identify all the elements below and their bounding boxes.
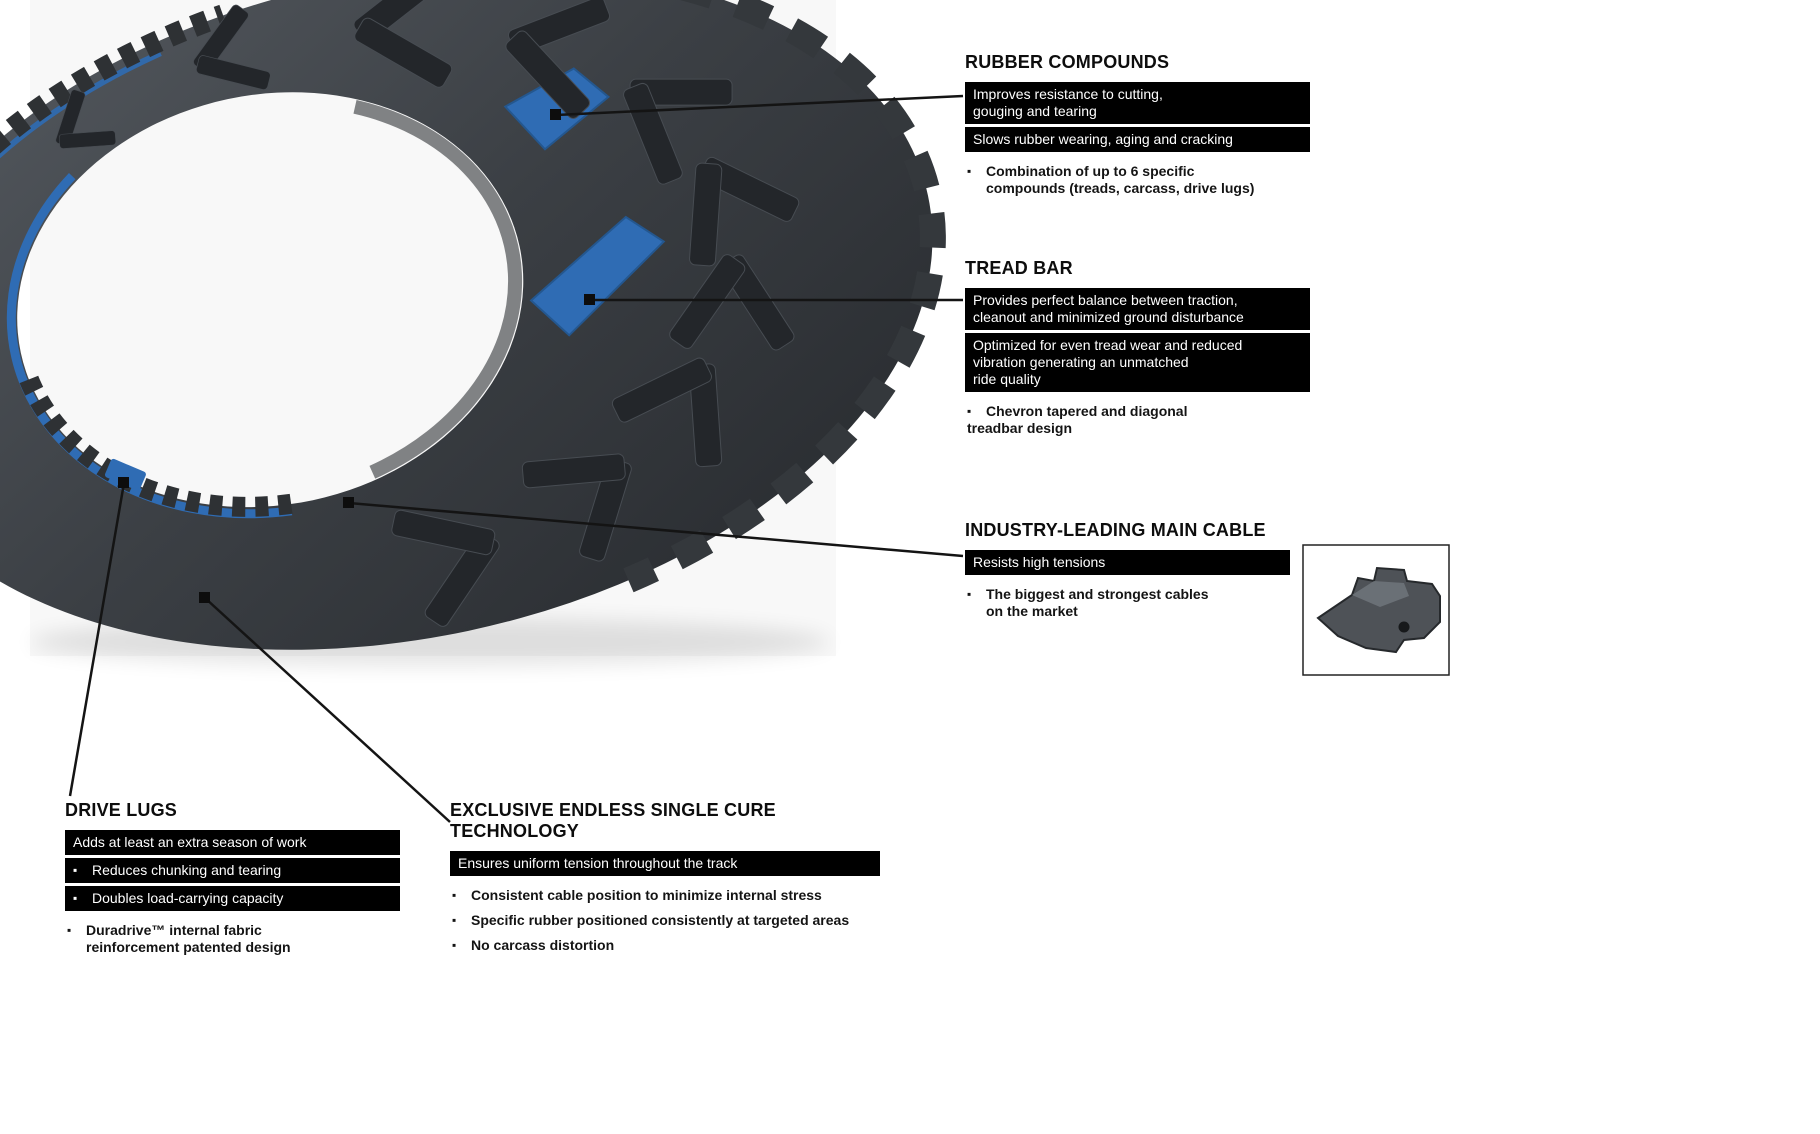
- bar-text-line: Optimized for even tread wear and reduce…: [973, 337, 1243, 353]
- callout-markers: [118, 109, 595, 603]
- marker-drive-lugs: [118, 477, 129, 488]
- bar-text-line: gouging and tearing: [973, 103, 1097, 119]
- bar-text-line: Doubles load-carrying capacity: [92, 890, 284, 906]
- square-bullet-icon: ▪: [452, 913, 457, 927]
- highlight-bar: Resists high tensions: [965, 550, 1290, 575]
- bullet-item: ▪ Combination of up to 6 specific compou…: [967, 163, 1310, 197]
- bar-text-line: vibration generating an unmatched: [973, 354, 1189, 370]
- highlight-bar: Ensures uniform tension throughout the t…: [450, 851, 880, 876]
- marker-tread-bar: [584, 294, 595, 305]
- bullet-item: ▪ The biggest and strongest cables on th…: [967, 586, 1290, 620]
- callout-title: DRIVE LUGS: [65, 800, 178, 820]
- callout-rubber-compounds: RUBBER COMPOUNDS Improves resistance to …: [965, 52, 1310, 197]
- leader-line-single-cure: [204, 597, 451, 823]
- highlight-bar-bullet: ▪ Reduces chunking and tearing: [65, 858, 400, 883]
- square-bullet-icon: ▪: [452, 888, 457, 902]
- highlight-bar: Improves resistance to cutting, gouging …: [965, 82, 1310, 124]
- marker-rubber-compounds: [550, 109, 561, 120]
- bullet-item: ▪ Chevron tapered and diagonal treadbar …: [967, 403, 1310, 437]
- highlight-bars: Provides perfect balance between tractio…: [965, 288, 1310, 392]
- leader-line-rubber-compounds: [555, 94, 964, 117]
- highlight-bars: Improves resistance to cutting, gouging …: [965, 82, 1310, 152]
- bullet-text-line: treadbar design: [967, 420, 1073, 436]
- callout-main-cable: INDUSTRY-LEADING MAIN CABLE Resists high…: [965, 520, 1290, 620]
- bullet-text-line: on the market: [986, 603, 1078, 619]
- bullet-item: ▪ Duradrive™ internal fabric reinforceme…: [67, 922, 400, 956]
- marker-single-cure: [199, 592, 210, 603]
- bullet-text-line: Chevron tapered and diagonal: [986, 403, 1188, 419]
- highlight-bar: Adds at least an extra season of work: [65, 830, 400, 855]
- callout-title: TREAD BAR: [965, 258, 1073, 278]
- square-bullet-icon: ▪: [452, 938, 457, 952]
- callout-drive-lugs: DRIVE LUGS Adds at least an extra season…: [65, 800, 400, 956]
- callout-tread-bar: TREAD BAR Provides perfect balance betwe…: [965, 258, 1310, 437]
- bullet-list: ▪ The biggest and strongest cables on th…: [967, 586, 1290, 620]
- callout-title: RUBBER COMPOUNDS: [965, 52, 1170, 72]
- highlight-bar: Optimized for even tread wear and reduce…: [965, 333, 1310, 392]
- leader-lines: [68, 94, 964, 823]
- bullet-list: ▪ Consistent cable position to minimize …: [452, 887, 880, 954]
- bullet-list: ▪ Duradrive™ internal fabric reinforceme…: [67, 922, 400, 956]
- callout-title: EXCLUSIVE ENDLESS SINGLE CURE TECHNOLOGY: [450, 800, 776, 841]
- callout-title: INDUSTRY-LEADING MAIN CABLE: [965, 520, 1266, 540]
- bullet-list: ▪ Chevron tapered and diagonal treadbar …: [967, 403, 1310, 437]
- highlight-bar: Slows rubber wearing, aging and cracking: [965, 127, 1310, 152]
- highlight-bars: Ensures uniform tension throughout the t…: [450, 851, 880, 876]
- bar-text-line: Adds at least an extra season of work: [73, 834, 307, 850]
- bar-text-line: ride quality: [973, 371, 1041, 387]
- bar-text-line: Provides perfect balance between tractio…: [973, 292, 1238, 308]
- track-illustration: [0, 0, 946, 650]
- leader-line-drive-lugs: [68, 482, 126, 797]
- highlight-bars: Resists high tensions: [965, 550, 1290, 575]
- bullet-text-line: compounds (treads, carcass, drive lugs): [986, 180, 1255, 196]
- bar-text-line: Reduces chunking and tearing: [92, 862, 282, 878]
- callout-single-cure: EXCLUSIVE ENDLESS SINGLE CURE TECHNOLOGY…: [450, 800, 880, 954]
- highlight-bar-bullet: ▪ Doubles load-carrying capacity: [65, 886, 400, 911]
- cable-cross-section-image: [1302, 544, 1450, 676]
- square-bullet-icon: ▪: [73, 891, 78, 905]
- square-bullet-icon: ▪: [67, 923, 72, 937]
- bullet-list: ▪ Combination of up to 6 specific compou…: [967, 163, 1310, 197]
- bullet-item: ▪ Specific rubber positioned consistentl…: [452, 912, 880, 929]
- bar-text-line: Slows rubber wearing, aging and cracking: [973, 131, 1233, 147]
- bar-text-line: Ensures uniform tension throughout the t…: [458, 855, 738, 871]
- highlight-drive-lug-blue: [104, 458, 146, 491]
- bullet-text-line: The biggest and strongest cables: [986, 586, 1209, 602]
- bar-text-line: Resists high tensions: [973, 554, 1106, 570]
- marker-main-cable: [343, 497, 354, 508]
- highlight-bars: Adds at least an extra season of work ▪ …: [65, 830, 400, 911]
- square-bullet-icon: ▪: [967, 164, 972, 178]
- bullet-text-line: Duradrive™ internal fabric: [86, 922, 262, 938]
- bullet-text-line: Consistent cable position to minimize in…: [471, 887, 822, 903]
- square-bullet-icon: ▪: [73, 863, 78, 877]
- highlight-tread-bar-blue: [529, 215, 666, 337]
- bullet-text-line: Specific rubber positioned consistently …: [471, 912, 850, 928]
- highlight-bar: Provides perfect balance between tractio…: [965, 288, 1310, 330]
- square-bullet-icon: ▪: [967, 404, 972, 418]
- bullet-text-line: reinforcement patented design: [86, 939, 291, 955]
- square-bullet-icon: ▪: [967, 587, 972, 601]
- bar-text-line: Improves resistance to cutting,: [973, 86, 1163, 102]
- bullet-item: ▪ No carcass distortion: [452, 937, 880, 954]
- bar-text-line: cleanout and minimized ground disturbanc…: [973, 309, 1244, 325]
- bullet-text-line: Combination of up to 6 specific: [986, 163, 1195, 179]
- bullet-item: ▪ Consistent cable position to minimize …: [452, 887, 880, 904]
- leader-line-main-cable: [348, 501, 964, 558]
- bullet-text-line: No carcass distortion: [471, 937, 615, 953]
